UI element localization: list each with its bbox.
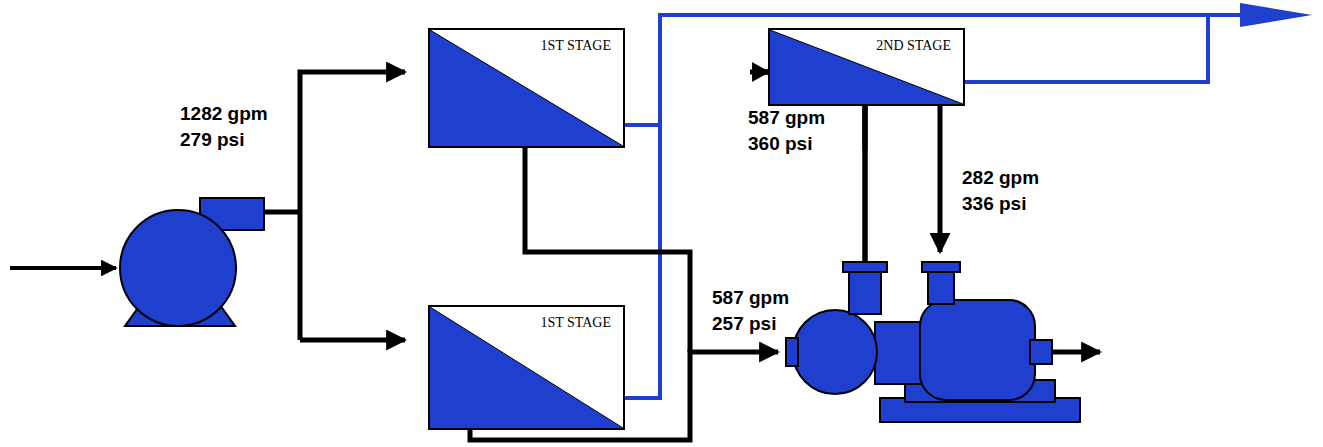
- flow-label: 587 gpm: [748, 108, 825, 129]
- energy-recovery-turbocharger: [786, 262, 1080, 422]
- flow-label: 1282 gpm: [180, 104, 268, 125]
- flow-label: 587 gpm: [712, 288, 789, 309]
- feed-lines: [264, 72, 405, 340]
- permeate-outlet-arrow: [1240, 3, 1312, 27]
- high-pressure-pump: [120, 198, 264, 326]
- flow-label: 279 psi: [180, 130, 244, 151]
- stage-label: 1ST STAGE: [540, 315, 611, 331]
- flow-label: 336 psi: [962, 194, 1026, 215]
- flow-label: 257 psi: [712, 314, 776, 335]
- flow-label: 360 psi: [748, 134, 812, 155]
- flow-label: 282 gpm: [962, 168, 1039, 189]
- stage-label: 2ND STAGE: [876, 38, 951, 54]
- membrane-stage: 1ST STAGE: [428, 28, 625, 148]
- inlet-line: [10, 266, 116, 270]
- membrane-stage: 1ST STAGE: [428, 305, 625, 430]
- membrane-stage: 2ND STAGE: [768, 28, 965, 106]
- stage-label: 1ST STAGE: [540, 38, 611, 54]
